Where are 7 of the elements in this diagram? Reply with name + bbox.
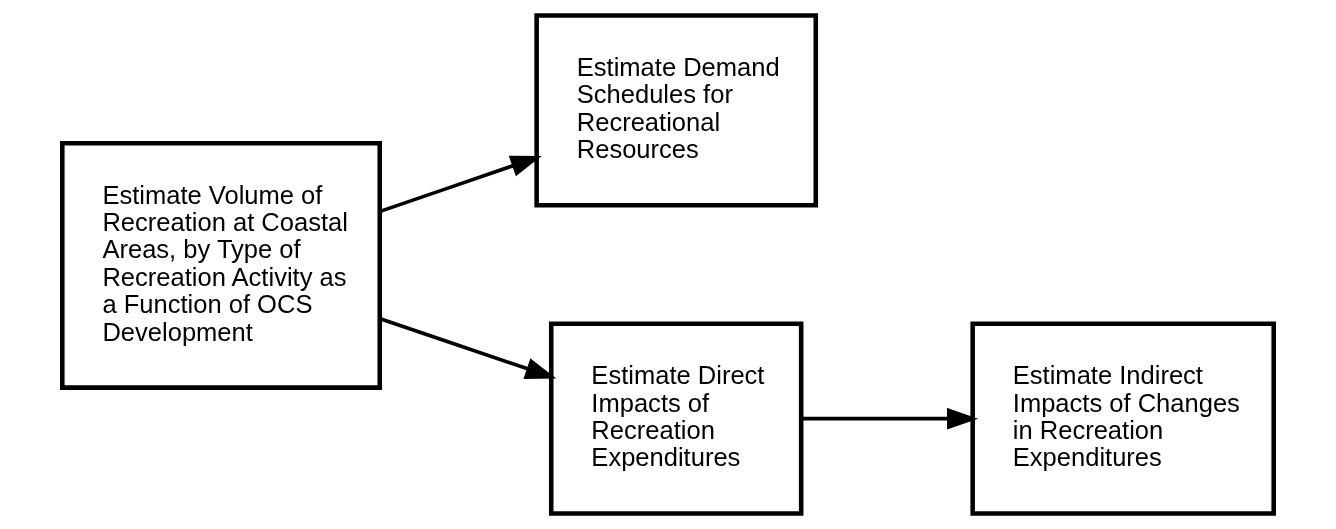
node-box: Estimate Volume of Recreation at Coastal Areas, by Type of Recreation Activity as a Function of OCS Development <box>60 140 382 390</box>
arrow <box>801 407 979 430</box>
node-box: Estimate Direct Impacts of Recreation Expenditures <box>548 321 804 516</box>
arrow <box>379 317 557 379</box>
node-box: Estimate Indirect Impacts of Changes in Recreation Expenditures <box>970 321 1276 516</box>
arrow <box>379 155 542 214</box>
node-box: Estimate Demand Schedules for Recreational Resources <box>534 13 819 208</box>
